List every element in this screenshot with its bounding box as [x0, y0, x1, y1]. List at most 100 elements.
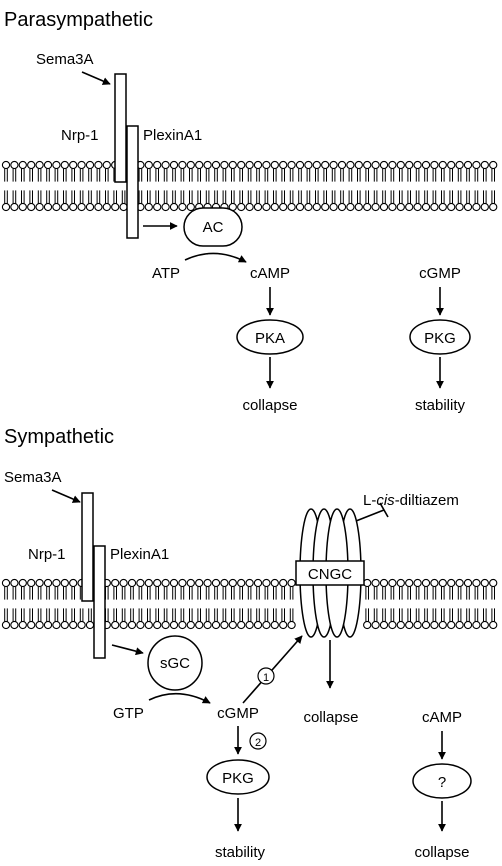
lipid-head [447, 620, 456, 630]
lipid-head [371, 160, 380, 170]
plexina1-receptor [93, 545, 106, 659]
lipid-head [388, 578, 397, 588]
lipid-head [228, 578, 237, 588]
lipid-head [237, 202, 246, 212]
lipid-head [127, 578, 137, 588]
lipid-head [43, 202, 53, 212]
lipid-head [60, 160, 69, 170]
inhibition-bar [379, 502, 389, 518]
lipid-head [10, 160, 19, 170]
lipid-head [304, 160, 313, 170]
camp-label: cAMP [250, 265, 290, 282]
cgmp-label: cGMP [419, 265, 461, 282]
lipid-head [295, 202, 305, 212]
lipid-head [463, 202, 473, 212]
lipid-head [1, 578, 11, 588]
cngc-label: CNGC [308, 566, 352, 583]
collapse-label: collapse [303, 709, 358, 726]
lipid-head [480, 202, 489, 212]
lipid-head [379, 160, 389, 170]
atp-label: ATP [152, 265, 180, 282]
lipid-head [279, 620, 288, 630]
lipid-head [363, 620, 372, 630]
lipid-head [43, 620, 53, 630]
lipid-head [455, 578, 464, 588]
parasympathetic-title: Parasympathetic [4, 9, 153, 31]
cngc-label-box [295, 560, 365, 586]
pkg-kinase [409, 319, 471, 355]
lipid-head [60, 620, 69, 630]
lipid-head [346, 160, 355, 170]
lipid-head [119, 202, 128, 212]
lipid-head [430, 202, 439, 212]
lipid-head [295, 160, 305, 170]
lipid-head [472, 202, 481, 212]
lipid-head [186, 160, 195, 170]
sgc-enzyme [147, 635, 203, 691]
lipid-head [10, 202, 19, 212]
lipid-head [405, 578, 414, 588]
cell-membrane [1, 160, 498, 212]
unknown-effector [412, 763, 472, 799]
lipid-head [253, 160, 263, 170]
lipid-head [43, 578, 53, 588]
pkg-label: PKG [222, 770, 254, 787]
lipid-head [463, 160, 473, 170]
lipid-head [438, 160, 447, 170]
lipid-head [337, 160, 347, 170]
lipid-head [161, 160, 170, 170]
lipid-head [169, 160, 179, 170]
lipid-head [379, 202, 389, 212]
lipid-head [69, 160, 78, 170]
lipid-head [421, 202, 431, 212]
lipid-head [480, 160, 489, 170]
lipid-head [287, 620, 296, 630]
sgc-label: sGC [160, 655, 190, 672]
lipid-head [245, 578, 254, 588]
lipid-head [421, 160, 431, 170]
lipid-head [388, 160, 397, 170]
lipid-head [1, 620, 11, 630]
gtp-label: GTP [113, 705, 144, 722]
lipid-head [262, 578, 271, 588]
ac-enzyme [183, 207, 243, 247]
plexina1-receptor [126, 125, 139, 239]
lipid-head [270, 160, 279, 170]
lipid-head [43, 160, 53, 170]
nrp1-receptor [81, 492, 94, 602]
lipid-head [161, 578, 170, 588]
lipid-head [245, 160, 254, 170]
pka-kinase [236, 319, 304, 355]
lipid-head [489, 160, 498, 170]
lipid-head [455, 160, 464, 170]
lipid-head [262, 160, 271, 170]
sema3a-arrow [51, 489, 81, 503]
lipid-head [111, 202, 120, 212]
lipid-head [472, 160, 481, 170]
lipid-head [178, 578, 187, 588]
inhibition-line [355, 509, 385, 522]
lipid-head [18, 202, 27, 212]
lipid-head [279, 578, 288, 588]
lipid-head [228, 620, 237, 630]
lipid-head [203, 620, 212, 630]
lipid-head [245, 620, 254, 630]
lipid-head [287, 202, 296, 212]
lipid-head [60, 202, 69, 212]
lipid-head [161, 202, 170, 212]
lipid-head [447, 578, 456, 588]
lipid-head [371, 202, 380, 212]
lipid-head [169, 202, 179, 212]
lipid-head [438, 620, 447, 630]
lipid-head [489, 620, 498, 630]
lipid-head [178, 620, 187, 630]
pathway-1-number: 1 [263, 672, 269, 684]
lipid-head [472, 620, 481, 630]
lipid-head [211, 160, 221, 170]
sympathetic-panel: Sympathetic Sema3A Nrp-1 PlexinA1 CNGC L… [1, 426, 498, 861]
lipid-head [69, 620, 78, 630]
lipid-head [18, 578, 27, 588]
lipid-head [195, 578, 204, 588]
lipid-head [203, 160, 212, 170]
lipid-head [119, 620, 128, 630]
